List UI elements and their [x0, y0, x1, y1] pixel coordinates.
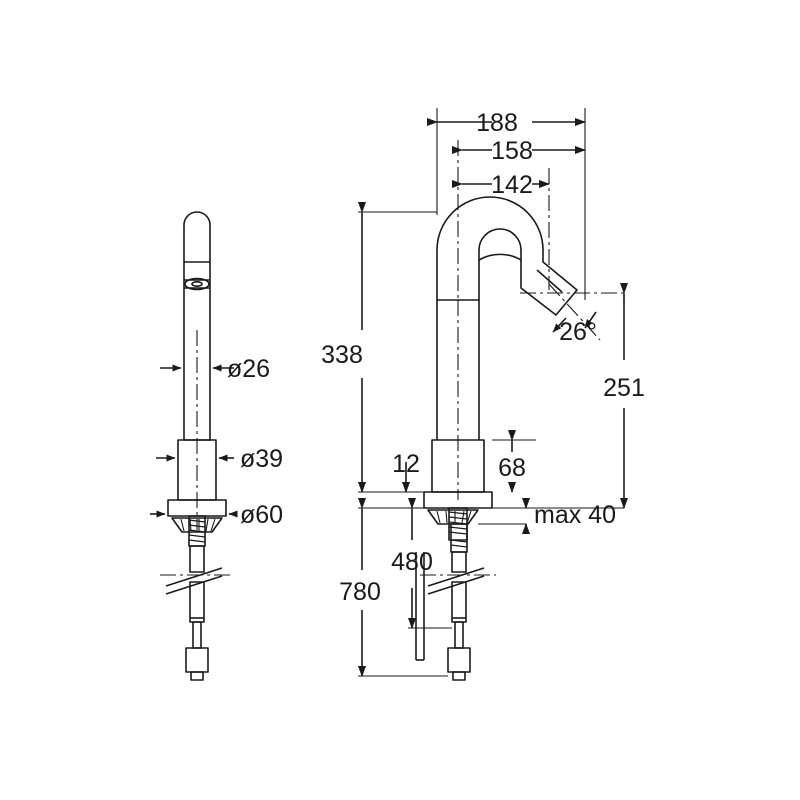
label-outlet-angle: 26°: [559, 318, 597, 346]
label-hose-total: 780: [339, 578, 381, 606]
front-lower-nut: [450, 523, 468, 553]
side-view-diameter-leaders: [150, 364, 238, 518]
side-conical-washer: [171, 517, 223, 533]
front-hose-stem: [454, 621, 464, 649]
side-hose-lower: [189, 581, 205, 623]
label-height-spout: 338: [321, 341, 363, 369]
side-break-lines: [165, 567, 223, 595]
front-hose-upper: [451, 551, 467, 573]
label-base-height: 68: [498, 454, 526, 482]
dimension-text-group: ø26 ø39 ø60 188 158 142 338 251 68 12 ma…: [227, 109, 645, 606]
side-outlet-ellipse: [184, 277, 210, 291]
dimension-lines: [358, 108, 628, 677]
side-deck-flange: [167, 499, 227, 517]
front-gooseneck-inner-arc: [478, 253, 522, 261]
label-diameter-spout: ø26: [227, 355, 270, 383]
label-width-total: 188: [476, 109, 518, 137]
label-flange-height: 12: [392, 450, 420, 478]
side-washer-ribs: [180, 518, 216, 532]
label-diameter-body: ø39: [240, 445, 283, 473]
label-width-inner: 142: [491, 171, 533, 199]
dim-angle-arrow-2: [584, 311, 597, 329]
side-threaded-stud: [188, 515, 206, 547]
side-spout-tube: [183, 211, 211, 441]
side-view-group: [165, 211, 227, 681]
side-hose-upper: [189, 545, 205, 573]
centrelines: [160, 140, 624, 576]
front-break-lines: [427, 567, 485, 595]
label-height-outlet: 251: [603, 374, 645, 402]
label-diameter-base: ø60: [240, 501, 283, 529]
front-hose-connector: [447, 647, 471, 673]
front-supply-tube: [415, 552, 425, 660]
dim-angle-arrow-1: [552, 317, 567, 333]
label-deck-thickness-max: max 40: [534, 501, 616, 529]
label-hose-short: 480: [391, 548, 433, 576]
side-hose-stem: [192, 621, 202, 649]
front-gooseneck-outer: [436, 196, 578, 316]
label-width-mid: 158: [491, 137, 533, 165]
front-hose-lower: [451, 581, 467, 623]
front-hose-tip: [452, 671, 466, 681]
front-view-group: [423, 196, 578, 681]
side-outlet-bore: [191, 280, 203, 287]
front-nut-hatch: [450, 539, 468, 548]
side-hose-tip: [190, 671, 204, 681]
side-hose-connector: [185, 647, 209, 673]
centreline-outlet-angled: [548, 283, 601, 341]
front-washer-ribs: [436, 510, 472, 524]
front-riser-tube: [436, 300, 480, 440]
front-conical-washer: [427, 509, 479, 525]
